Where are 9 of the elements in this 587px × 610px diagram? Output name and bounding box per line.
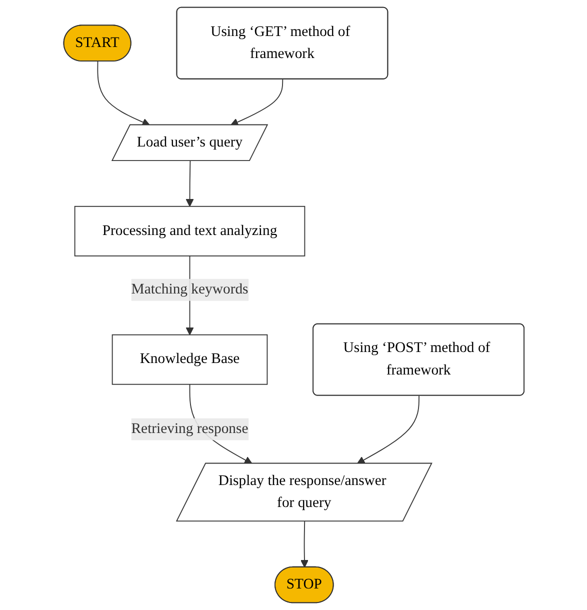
arrow — [356, 395, 420, 464]
arrow — [96, 61, 150, 126]
edge-label: Matching keywords — [130, 282, 248, 298]
node-box: Knowledge Base — [111, 334, 268, 385]
edge-label: Retrieving response — [130, 421, 248, 437]
arrow — [230, 78, 283, 126]
arrow — [185, 160, 194, 207]
arrow — [300, 521, 308, 568]
node-box: Processing and text analyzing — [74, 206, 305, 256]
